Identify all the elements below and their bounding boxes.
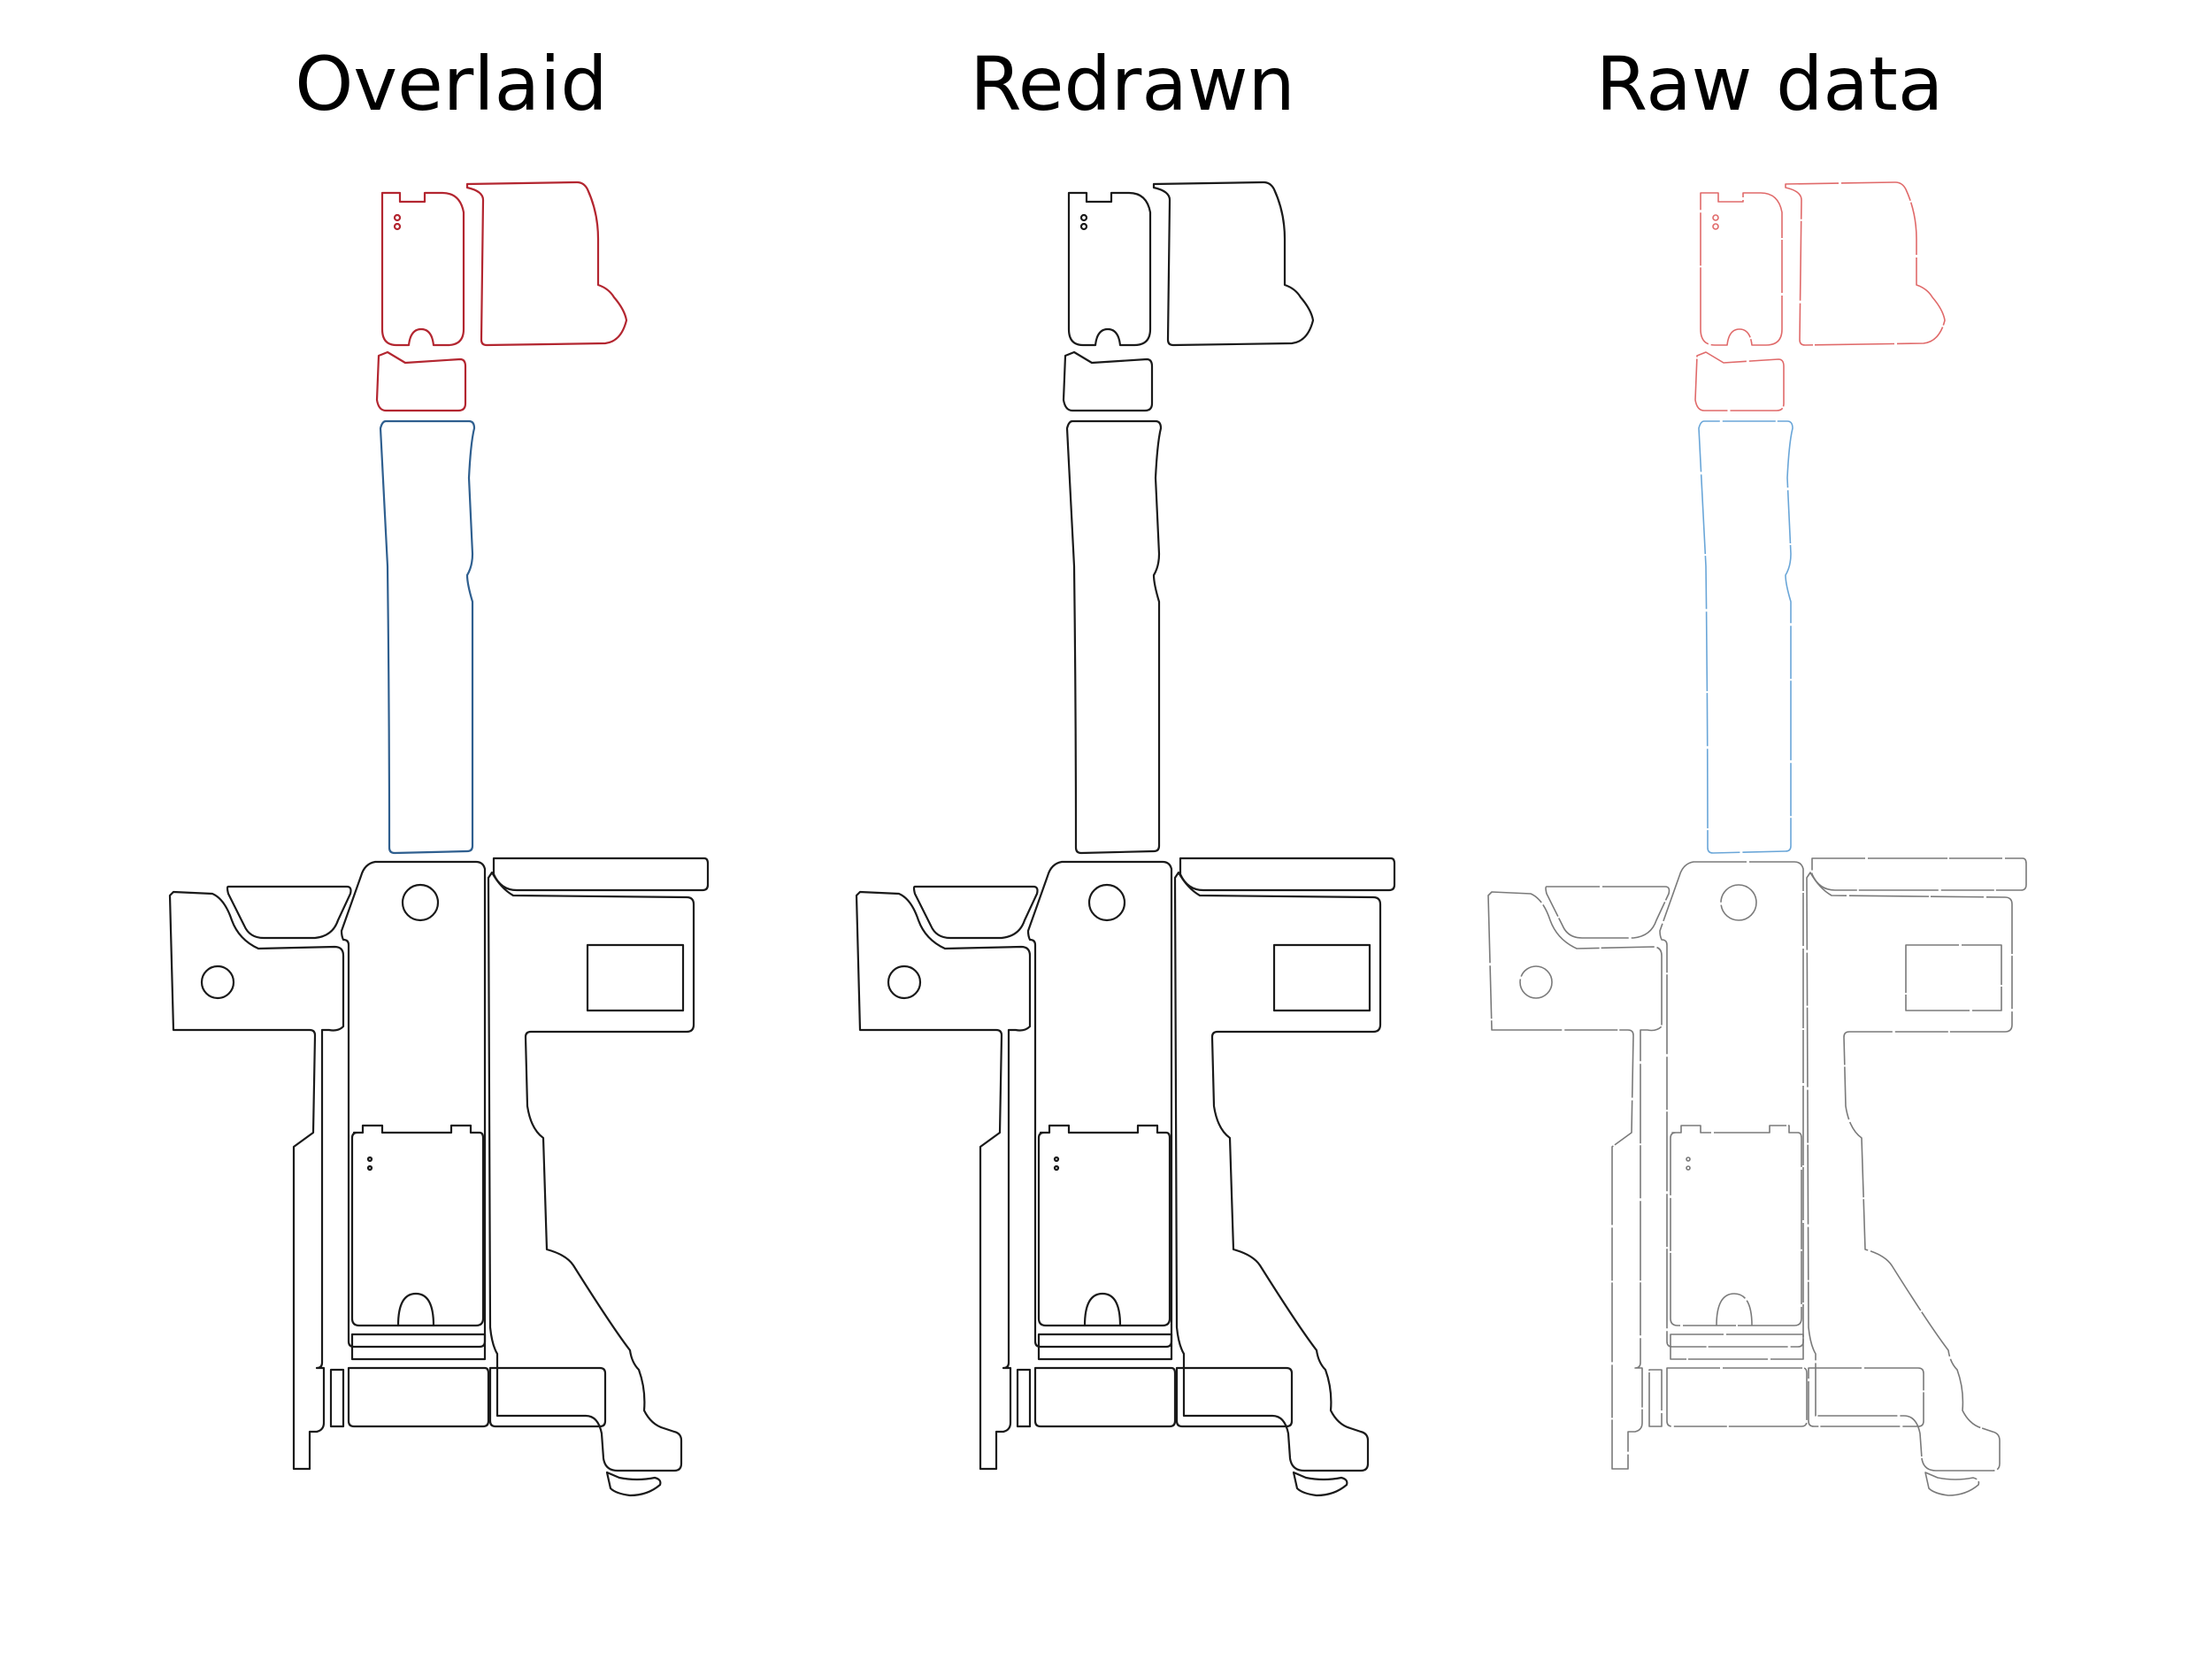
raw-data-column-piece	[1698, 420, 1793, 854]
overlaid-bottom-pieces	[168, 857, 710, 1497]
panel-overlaid	[168, 181, 710, 1497]
raw-data-bottom-pieces	[1487, 857, 2027, 1496]
panel-raw-data	[1487, 181, 2027, 1496]
redrawn-bottom-pieces	[855, 857, 1396, 1497]
panel-title-raw-data: Raw data	[1595, 41, 1944, 127]
redrawn-top-pieces	[1062, 181, 1315, 412]
redrawn-column-piece	[1065, 419, 1163, 855]
overlaid-top-pieces	[375, 181, 628, 412]
panel-title-redrawn: Redrawn	[970, 41, 1295, 127]
panel-title-overlaid: Overlaid	[295, 41, 608, 127]
panel-redrawn	[855, 181, 1396, 1497]
overlaid-column-piece	[379, 419, 476, 855]
raw-data-top-pieces	[1694, 181, 1946, 411]
